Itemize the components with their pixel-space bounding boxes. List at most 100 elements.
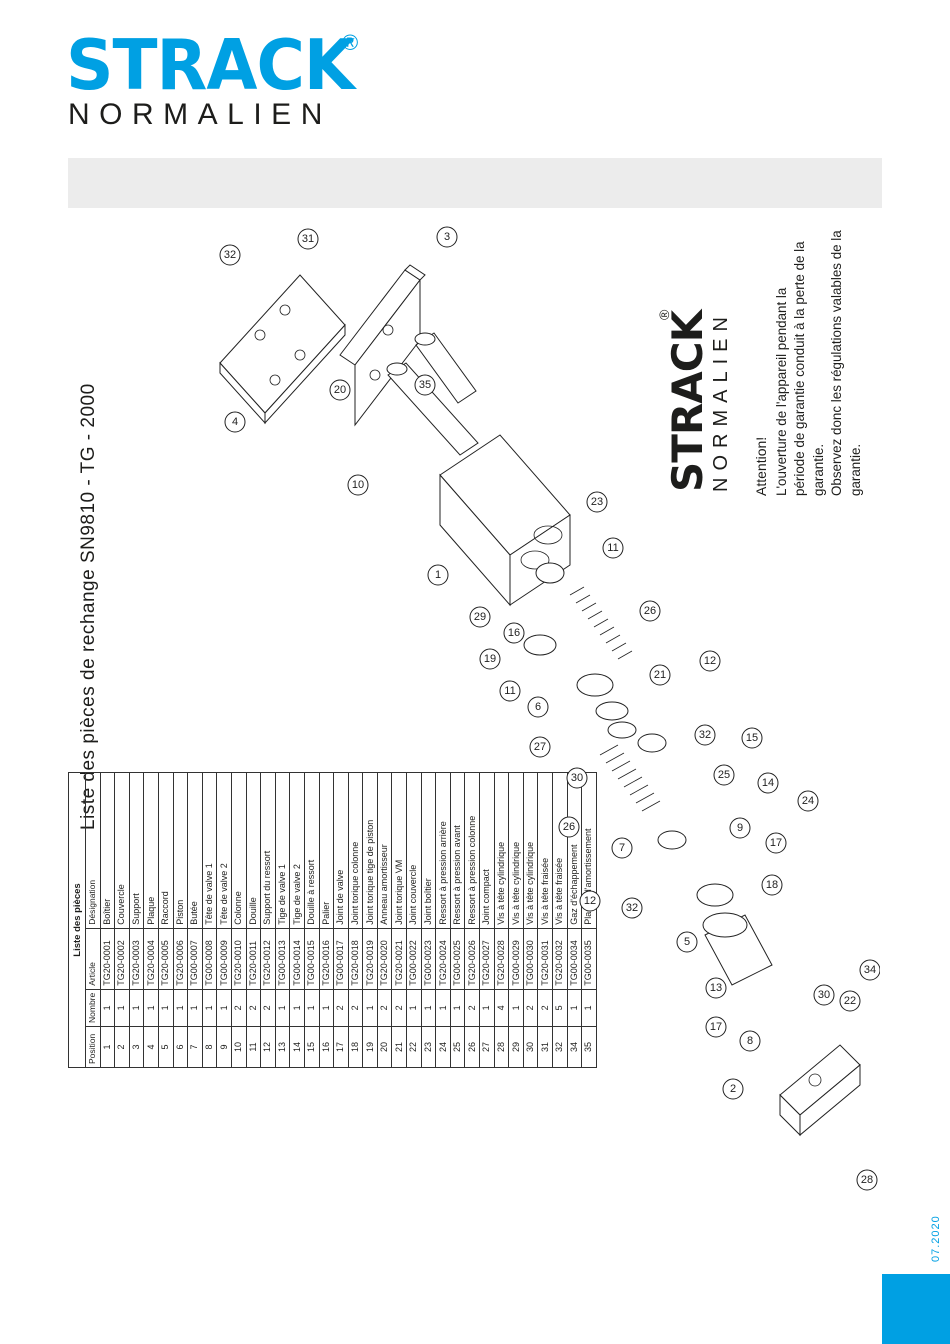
corner-accent-block (882, 1274, 950, 1344)
callout-30-bottom: 30 (813, 984, 835, 1006)
svg-text:10: 10 (352, 479, 364, 491)
col-header-designation: Désignation (85, 772, 101, 929)
callout-26-bottom: 26 (558, 816, 580, 838)
attention-note: Attention! L'ouverture de l'appareil pen… (752, 214, 865, 496)
callout-5: 5 (676, 931, 698, 953)
callout-8: 8 (739, 1030, 761, 1052)
callout-22: 22 (839, 990, 861, 1012)
col-header-count: Nombre (85, 989, 101, 1027)
svg-text:22: 22 (844, 995, 856, 1007)
callout-4: 4 (224, 411, 246, 433)
cell-designation: Plaque (143, 772, 159, 929)
cell-position: 2 (114, 1026, 130, 1068)
callout-13: 13 (705, 977, 727, 999)
svg-text:26: 26 (644, 605, 656, 617)
callout-11-bottom: 11 (499, 680, 521, 702)
svg-text:30: 30 (818, 989, 830, 1001)
svg-text:8: 8 (747, 1035, 753, 1047)
svg-text:12: 12 (584, 895, 596, 907)
svg-text:32: 32 (224, 249, 236, 261)
attention-title: Attention! (753, 436, 769, 496)
callout-16: 16 (503, 622, 525, 644)
svg-text:27: 27 (534, 741, 546, 753)
callout-29: 29 (469, 606, 491, 628)
callout-15: 15 (741, 727, 763, 749)
piston-parts (523, 562, 734, 907)
callout-35: 35 (414, 374, 436, 396)
cell-article: TG20-0003 (129, 928, 144, 990)
callout-7: 7 (611, 837, 633, 859)
svg-text:14: 14 (762, 777, 774, 789)
callout-26-top: 26 (639, 600, 661, 622)
callout-12-bottom: 12 (579, 890, 601, 912)
callout-24: 24 (797, 790, 819, 812)
col-header-article: Article (85, 928, 101, 990)
svg-text:1: 1 (435, 569, 441, 581)
attention-line: garantie. (847, 443, 863, 496)
svg-text:9: 9 (737, 822, 743, 834)
svg-text:18: 18 (766, 879, 778, 891)
svg-text:32: 32 (699, 729, 711, 741)
svg-text:11: 11 (504, 685, 515, 697)
plate-part (219, 274, 346, 425)
side-logo-registered-mark: ® (656, 309, 672, 320)
cell-designation: Support (129, 772, 144, 929)
header-band (68, 158, 882, 208)
callout-27: 27 (529, 736, 551, 758)
cell-count: 1 (143, 989, 159, 1027)
callout-11-top: 11 (602, 537, 624, 559)
connector-part (702, 912, 773, 986)
callout-17-bottom: 17 (705, 1016, 727, 1038)
cell-designation: Boîtier (100, 772, 115, 929)
cell-count: 1 (100, 989, 115, 1027)
callout-17-top: 17 (765, 832, 787, 854)
cover-part (779, 1044, 861, 1137)
svg-text:29: 29 (474, 611, 486, 623)
svg-text:17: 17 (770, 837, 782, 849)
col-header-position: Position (85, 1026, 101, 1068)
svg-text:23: 23 (591, 496, 603, 508)
svg-text:16: 16 (508, 627, 520, 639)
callout-31: 31 (297, 228, 319, 250)
document-date: 07.2020 (930, 1215, 942, 1262)
svg-text:34: 34 (864, 964, 876, 976)
callout-9: 9 (729, 817, 751, 839)
svg-text:24: 24 (802, 795, 814, 807)
svg-text:21: 21 (654, 669, 666, 681)
attention-line: période de garantie conduit à la perte d… (792, 241, 807, 496)
cell-article: TG20-0002 (114, 928, 130, 990)
svg-text:35: 35 (419, 379, 431, 391)
callout-23: 23 (586, 491, 608, 513)
spring-parts (569, 586, 661, 812)
cell-article: TG20-0001 (100, 928, 115, 990)
svg-text:20: 20 (334, 384, 346, 396)
cell-article: TG20-0004 (143, 928, 159, 990)
svg-text:28: 28 (861, 1174, 873, 1186)
svg-text:13: 13 (710, 982, 722, 994)
attention-line: L'ouverture de l'appareil pendant la (773, 287, 789, 496)
strack-logo: STRACK ® NORMALIEN (66, 25, 366, 131)
svg-text:5: 5 (684, 936, 690, 948)
parts-table-caption: Liste des pièces (68, 772, 86, 1068)
side-logo-normalien-text: NORMALIEN (710, 310, 732, 492)
callout-32-bottom: 32 (621, 897, 643, 919)
logo-normalien-text: NORMALIEN (68, 98, 332, 131)
cell-position: 4 (143, 1026, 159, 1068)
svg-text:15: 15 (746, 732, 758, 744)
callout-32-mid: 32 (694, 724, 716, 746)
cell-count: 1 (129, 989, 144, 1027)
svg-text:12: 12 (704, 655, 716, 667)
side-logo-strack-text: STRACK (663, 310, 712, 492)
callout-28: 28 (856, 1169, 878, 1191)
callout-25: 25 (713, 764, 735, 786)
svg-text:3: 3 (444, 231, 450, 243)
callout-1: 1 (427, 564, 449, 586)
svg-text:11: 11 (607, 542, 618, 554)
svg-text:6: 6 (535, 701, 541, 713)
logo-registered-mark: ® (342, 30, 359, 55)
callout-18: 18 (761, 874, 783, 896)
